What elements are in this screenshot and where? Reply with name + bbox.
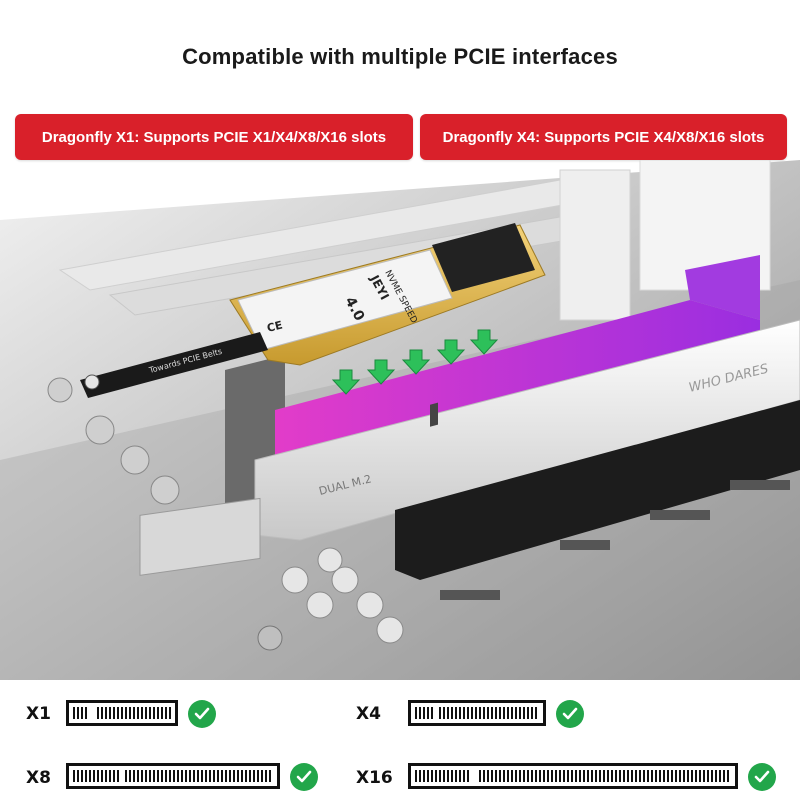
banner-dragonfly-x1-label: Dragonfly X1: Supports PCIE X1/X4/X8/X16… — [41, 128, 387, 146]
check-icon-x1 — [188, 700, 216, 728]
card-cert: CE — [266, 319, 284, 335]
arrow-down-icon — [401, 349, 431, 375]
magenta-slot-top — [685, 255, 760, 320]
slot-label-x16: X16 — [356, 768, 393, 788]
slot-label-x1: X1 — [26, 704, 51, 724]
check-icon-x16 — [748, 763, 776, 791]
check-icon-x4 — [556, 700, 584, 728]
slot-label-x8: X8 — [26, 768, 51, 788]
black-pcie-slot — [395, 400, 800, 580]
screw-hole — [257, 625, 283, 651]
insert-arrows — [331, 329, 499, 395]
adapter-card-label — [237, 249, 453, 351]
ribbon-cable — [80, 332, 268, 398]
banner-dragonfly-x4: Dragonfly X4: Supports PCIE X4/X8/X16 sl… — [420, 114, 787, 160]
arrow-down-icon — [366, 359, 396, 385]
pin-headers — [440, 480, 790, 600]
white-bracket — [559, 169, 631, 321]
banner-dragonfly-x1: Dragonfly X1: Supports PCIE X1/X4/X8/X16… — [15, 114, 413, 160]
ribbon-screw — [84, 374, 100, 390]
capacitor-group-bottom — [281, 547, 404, 644]
m2-adapter-card: JEYI NVME SPEED 4.0 CE Towards PCIE Belt… — [80, 223, 546, 398]
check-icon-x8 — [290, 763, 318, 791]
page-title: Compatible with multiple PCIE interfaces — [182, 44, 618, 69]
slot-diagram-x8 — [66, 763, 280, 789]
slot-label-x4: X4 — [356, 704, 381, 724]
capacitor-group-left — [47, 377, 180, 505]
io-shield-block — [139, 497, 261, 576]
m2-connector — [432, 223, 535, 292]
black-slot-teeth — [430, 402, 438, 427]
slot-diagram-x1 — [66, 700, 178, 726]
slot-diagram-x16 — [408, 763, 738, 789]
arrow-down-icon — [469, 329, 499, 355]
motherboard-scene: DUAL M.2 WHO DARES JEYI NVME SPEED 4.0 — [0, 160, 800, 680]
banner-dragonfly-x4-label: Dragonfly X4: Supports PCIE X4/X8/X16 sl… — [442, 128, 765, 146]
arrow-down-icon — [436, 339, 466, 365]
slot-diagram-x4 — [408, 700, 546, 726]
arrow-down-icon — [331, 369, 361, 395]
slot-compatibility-legend: X1 X4 X8 X16 — [0, 682, 800, 800]
